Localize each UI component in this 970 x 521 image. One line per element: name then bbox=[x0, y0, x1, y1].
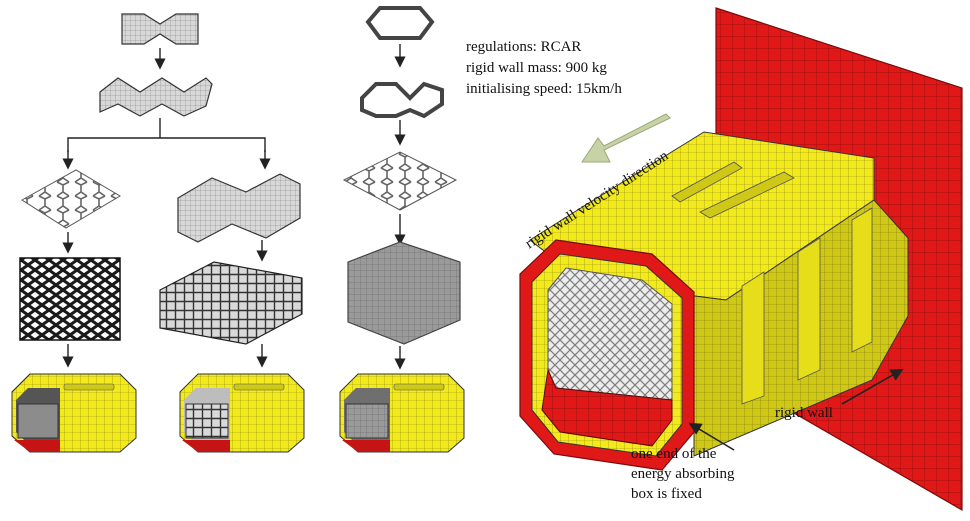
simulation-parameters: regulations: RCAR rigid wall mass: 900 k… bbox=[466, 38, 622, 101]
cell-row-col3 bbox=[360, 81, 444, 119]
fixed-end-label: one end of the energy absorbing box is f… bbox=[631, 445, 734, 505]
process-right-branch bbox=[342, 6, 461, 370]
small-energy-box-1 bbox=[11, 373, 137, 453]
cell-3d-col2 bbox=[177, 173, 301, 243]
dark-lattice-col1 bbox=[19, 257, 121, 341]
fixed-end-line-3: box is fixed bbox=[631, 486, 702, 502]
mesh-lattice-col2 bbox=[159, 261, 303, 345]
unit-cell-top-left bbox=[121, 13, 199, 45]
small-energy-box-3 bbox=[339, 373, 465, 453]
fixed-end-pointer bbox=[688, 422, 735, 451]
honeycomb-block-col3 bbox=[347, 241, 461, 345]
small-energy-box-2 bbox=[179, 373, 305, 453]
planar-honeycomb-col3 bbox=[342, 151, 458, 211]
box-fixed-floor bbox=[541, 368, 673, 447]
process-left-branch bbox=[19, 13, 303, 368]
branch-connector bbox=[67, 137, 266, 152]
rigid-wall-label: rigid wall bbox=[775, 405, 833, 421]
cell-row-left bbox=[99, 77, 213, 117]
unit-cell-top-col3 bbox=[365, 6, 435, 40]
fixed-end-line-2: energy absorbing bbox=[631, 466, 735, 482]
param-mass: rigid wall mass: 900 kg bbox=[466, 60, 607, 76]
param-speed: initialising speed: 15km/h bbox=[466, 81, 622, 97]
planar-lattice-col1 bbox=[21, 169, 121, 229]
param-regulations: regulations: RCAR bbox=[466, 39, 582, 55]
rigid-wall-pointer bbox=[841, 368, 904, 405]
velocity-arrow bbox=[581, 113, 671, 163]
fixed-end-line-1: one end of the bbox=[631, 446, 717, 462]
large-energy-box bbox=[519, 131, 909, 471]
